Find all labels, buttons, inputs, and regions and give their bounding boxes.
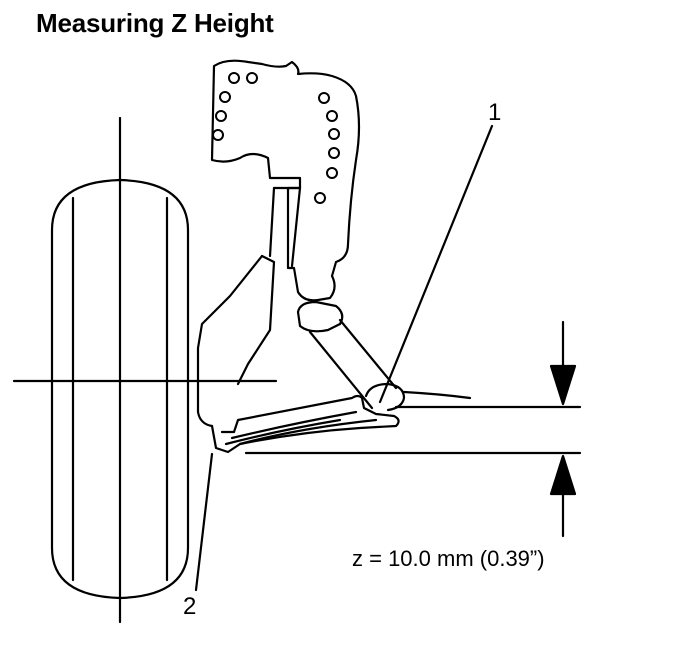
strut-leg	[196, 254, 276, 428]
tire	[50, 178, 190, 600]
dimension-arrow-bottom	[549, 454, 577, 538]
z-measurement-label: z = 10.0 mm (0.39”)	[352, 546, 545, 571]
callout-2: 2	[183, 593, 196, 620]
diagram-title: Measuring Z Height	[36, 8, 274, 38]
callout-1-leader	[378, 124, 494, 404]
callout-2-leader	[194, 452, 214, 592]
knuckle	[210, 59, 361, 302]
callout-1: 1	[488, 99, 501, 126]
bolt-holes	[212, 72, 340, 204]
lower-control-arm	[210, 394, 400, 454]
dimension-arrow-top	[549, 320, 577, 406]
